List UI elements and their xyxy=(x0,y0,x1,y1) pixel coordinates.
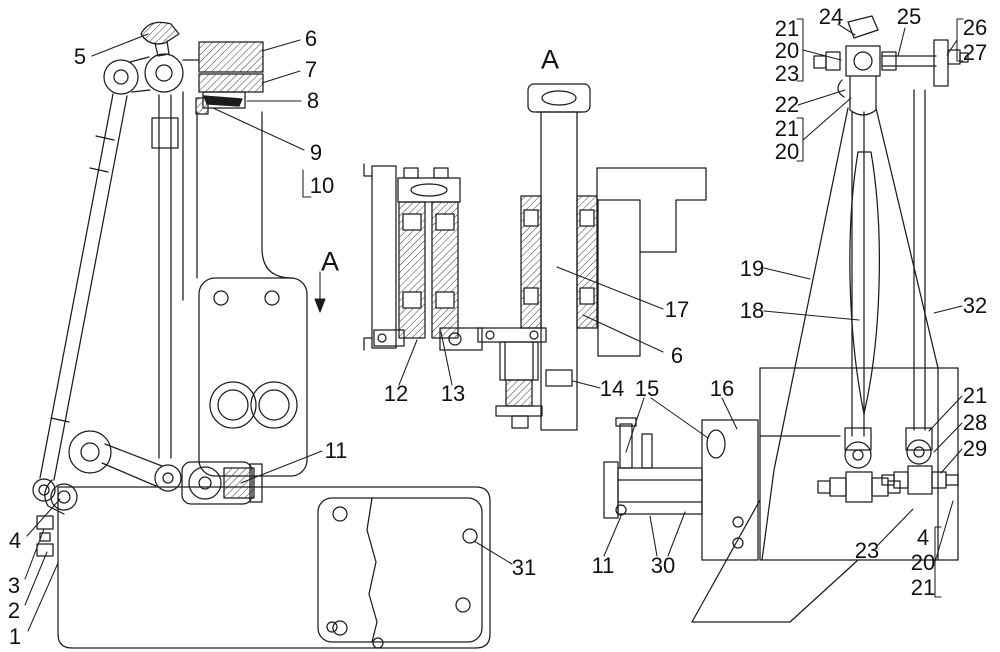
leader-lines xyxy=(24,18,964,632)
base-plate xyxy=(57,486,491,649)
diagonal-rod xyxy=(39,93,128,481)
right-arm xyxy=(596,167,707,253)
callout-m15: 15 xyxy=(634,376,660,401)
pin xyxy=(195,97,209,115)
break-line xyxy=(366,497,378,643)
callout-r25: 25 xyxy=(896,4,922,29)
callout-r18: 18 xyxy=(739,298,765,323)
callout-r23b: 23 xyxy=(854,538,880,563)
support-plate xyxy=(701,419,759,561)
callout-l5: 5 xyxy=(73,44,87,69)
eye-joint-left xyxy=(103,59,139,95)
callout-l2: 2 xyxy=(7,598,21,623)
vertical-rod xyxy=(158,94,172,459)
callout-r24: 24 xyxy=(818,4,844,29)
crank-pivot xyxy=(68,430,112,474)
left-assembly-view xyxy=(32,21,491,649)
callout-r28: 28 xyxy=(962,410,988,435)
callout-l9: 9 xyxy=(309,140,323,165)
frame-outline xyxy=(761,107,849,561)
callout-m30: 30 xyxy=(650,553,676,578)
callout-m13: 13 xyxy=(440,381,466,406)
mounting-plate xyxy=(198,277,308,477)
left-bracket xyxy=(371,165,397,349)
callout-r26: 26 xyxy=(962,15,988,40)
callout-r23a: 23 xyxy=(774,61,800,86)
callout-r19: 19 xyxy=(739,256,765,281)
callout-lA: A xyxy=(320,246,340,277)
callout-m17: 17 xyxy=(664,297,690,322)
eye-joint-right xyxy=(144,53,184,93)
cylinder-body xyxy=(617,467,703,515)
callout-r22: 22 xyxy=(774,92,800,117)
callout-r4: 4 xyxy=(916,525,930,550)
callout-m6: 6 xyxy=(670,343,684,368)
callout-r27: 27 xyxy=(962,40,988,65)
bore-right xyxy=(250,381,298,429)
horizontal-link xyxy=(881,55,937,67)
callout-m16: 16 xyxy=(709,376,735,401)
section-a-view xyxy=(363,83,759,561)
shaft-cap xyxy=(527,83,591,113)
callout-l8: 8 xyxy=(306,88,320,113)
frame-slot xyxy=(849,151,880,415)
callout-r32: 32 xyxy=(962,293,988,318)
column xyxy=(196,111,293,279)
callout-l10: 10 xyxy=(309,173,335,198)
sleeve-lower xyxy=(198,73,264,93)
callout-r21d: 21 xyxy=(910,575,936,600)
handle xyxy=(140,21,180,45)
callout-r29: 29 xyxy=(962,436,988,461)
pull-rod-left xyxy=(851,111,865,437)
callout-m14: 14 xyxy=(599,376,625,401)
cover-plate xyxy=(317,497,483,643)
callout-l7: 7 xyxy=(304,57,318,82)
callout-r21b: 21 xyxy=(774,116,800,141)
callout-r21c: 21 xyxy=(962,383,988,408)
callout-mA: A xyxy=(540,44,560,75)
callout-l31: 31 xyxy=(511,555,537,580)
callout-l1: 1 xyxy=(8,624,22,649)
callout-l6: 6 xyxy=(304,26,318,51)
callout-l11: 11 xyxy=(324,438,348,463)
callout-r21a: 21 xyxy=(774,16,800,41)
callout-r20b: 20 xyxy=(774,139,800,164)
pull-rod-right xyxy=(913,89,926,431)
callout-m12: 12 xyxy=(383,381,409,406)
callout-r20a: 20 xyxy=(774,38,800,63)
callout-l3: 3 xyxy=(7,573,21,598)
housing xyxy=(759,367,959,561)
callout-m11: 11 xyxy=(591,553,615,578)
callout-r20c: 20 xyxy=(910,550,936,575)
right-assembly-view xyxy=(691,15,969,623)
sleeve-upper xyxy=(198,41,264,73)
callout-l4: 4 xyxy=(8,528,22,553)
bore-left xyxy=(209,381,257,429)
